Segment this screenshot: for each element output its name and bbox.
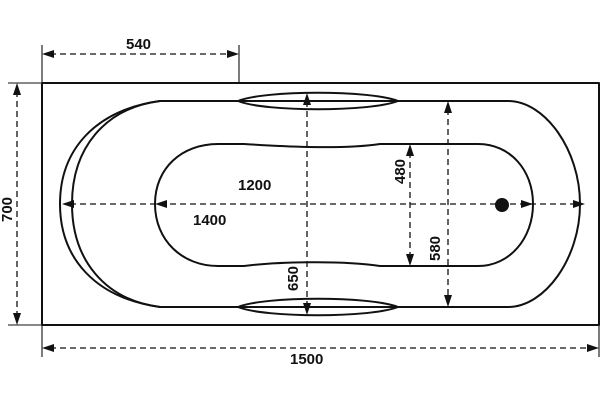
arrow-1400-right <box>573 200 585 208</box>
arrow-1500-left <box>42 344 54 352</box>
tub-rim-left-curve <box>59 100 161 308</box>
dim-label-1500: 1500 <box>290 351 323 368</box>
arrow-480-bottom <box>406 254 414 266</box>
tub-inner-basin <box>154 143 534 267</box>
dim-label-1400: 1400 <box>193 212 226 229</box>
arrow-650-bottom <box>303 303 311 315</box>
dim-label-480: 480 <box>392 159 409 184</box>
arrow-540-left <box>42 50 54 58</box>
dim-label-1200: 1200 <box>238 177 271 194</box>
arrow-700-bottom <box>13 313 21 325</box>
arrow-1200-right <box>521 200 533 208</box>
dim-label-580: 580 <box>427 236 444 261</box>
arrow-480-top <box>406 144 414 156</box>
arrow-1200-left <box>155 200 167 208</box>
dim-label-700: 700 <box>0 197 16 222</box>
bottom-armrest-lens <box>237 297 399 317</box>
dim-label-540: 540 <box>126 36 151 53</box>
arrow-580-bottom <box>444 295 452 307</box>
drain-icon <box>495 198 509 212</box>
arrow-1400-left <box>62 200 74 208</box>
arrow-1500-right <box>587 344 599 352</box>
arrow-540-right <box>227 50 239 58</box>
tub-rim-outline <box>71 100 581 308</box>
arrow-700-top <box>13 83 21 95</box>
tub-outer-frame <box>41 82 600 326</box>
dim-label-650: 650 <box>285 266 302 291</box>
arrow-650-top <box>303 93 311 105</box>
arrow-580-top <box>444 101 452 113</box>
top-armrest-lens <box>237 91 399 111</box>
